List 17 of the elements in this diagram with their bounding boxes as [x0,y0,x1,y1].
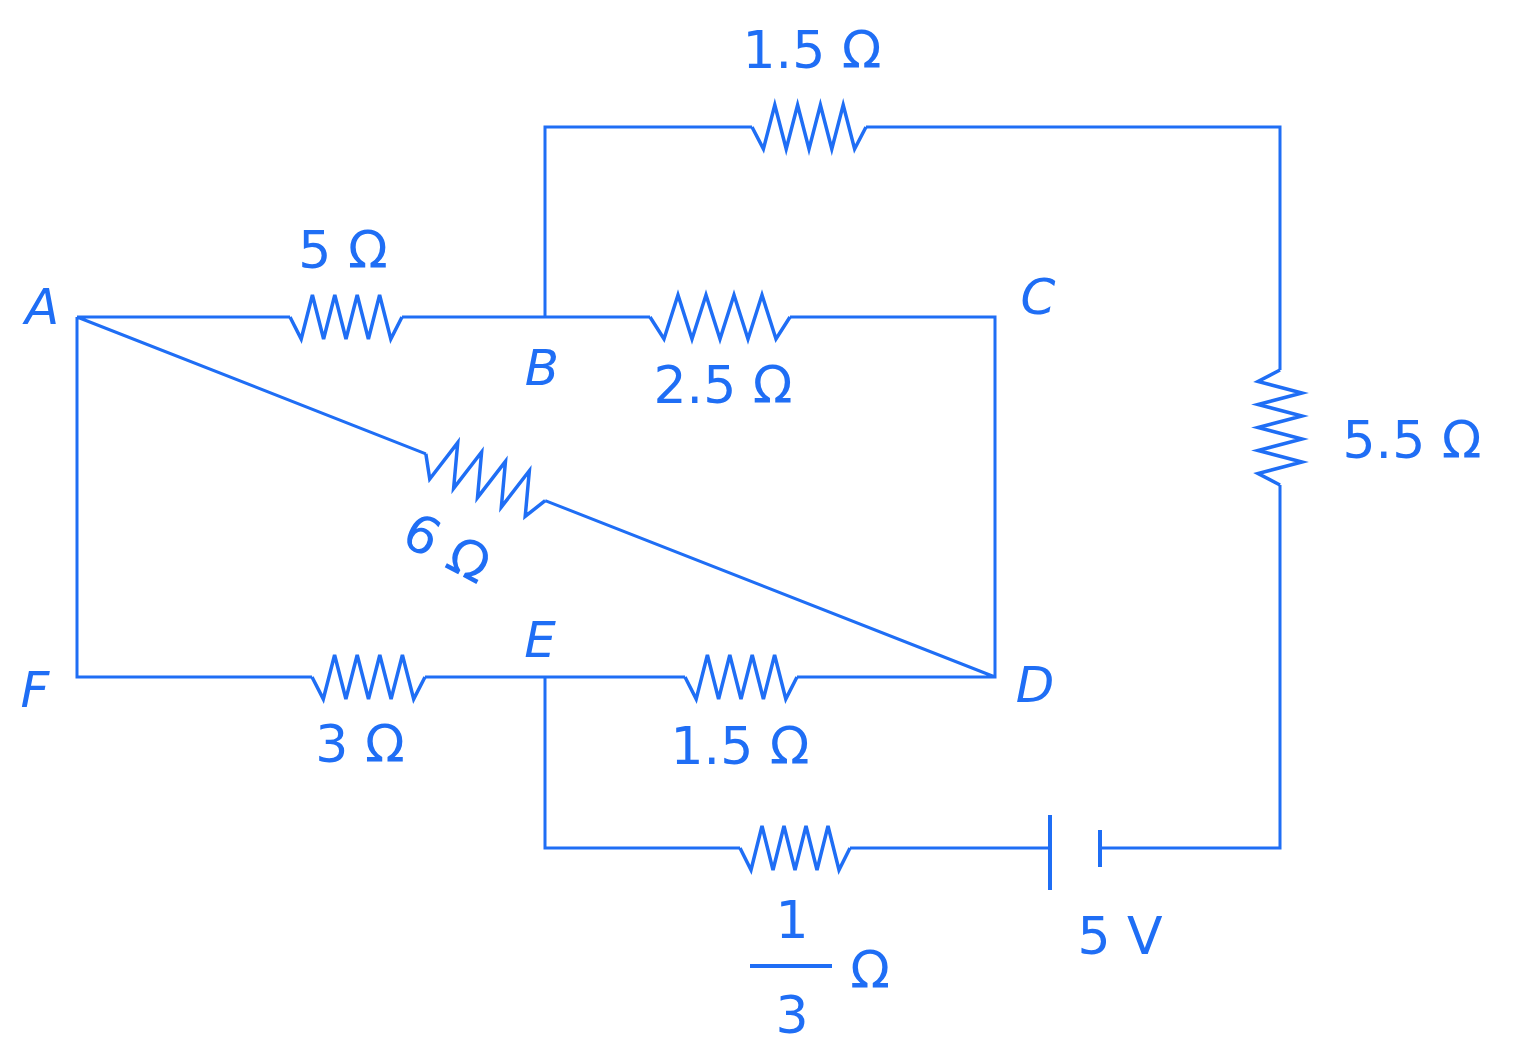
voltage-label: 5 V [1077,910,1163,962]
resistance-label: 6 Ω [395,504,499,592]
point-letter: C [1020,272,1056,322]
resistance-label: 5 Ω [298,224,388,276]
resistance-label: 1.5 Ω [742,24,882,76]
resistance-label: 2.5 Ω [653,359,793,411]
point-letter: D [1015,660,1055,710]
point-letter: A [24,282,60,332]
resistance-label: 3 Ω [315,718,405,770]
resistance-label: 3 [775,989,809,1041]
point-letter: B [524,343,560,393]
resistance-label: Ω [850,944,890,996]
point-letter: E [524,615,556,665]
point-letter: F [20,665,50,715]
resistance-label: 1 [775,894,809,946]
resistance-label: 5.5 Ω [1342,414,1482,466]
resistance-label: 1.5 Ω [670,720,810,772]
